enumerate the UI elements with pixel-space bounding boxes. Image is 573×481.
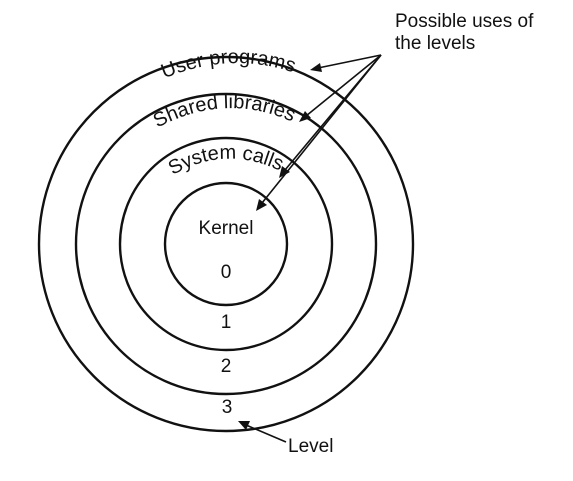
arrow-to-level-3: [245, 424, 287, 443]
level-number-2: 2: [221, 356, 232, 377]
arrow-to-shared-libraries: [305, 54, 382, 117]
ring-level-1: [118, 136, 334, 352]
ring-label-user-programs: User programs: [158, 46, 298, 83]
annotation-possible-uses-line2: the levels: [395, 33, 475, 54]
level-number-0: 0: [221, 262, 232, 283]
level-number-1: 1: [221, 312, 232, 333]
annotation-possible-uses-line1: Possible uses of: [395, 11, 534, 32]
arrow-to-kernel: [261, 54, 382, 204]
arrow-to-user-programs: [317, 54, 382, 69]
ring-label-shared-libraries: Shared libraries: [150, 91, 299, 132]
annotation-level: Level: [288, 436, 333, 457]
ring-level-0: [163, 181, 289, 307]
ring-level-2: [74, 92, 378, 396]
arrowhead-system-calls: [279, 166, 290, 178]
arrowhead-user-programs: [310, 63, 322, 72]
arrowhead-level-3: [238, 421, 250, 430]
ring-level-3: [37, 55, 415, 433]
arrowhead-shared-libraries: [299, 111, 311, 122]
annotation-arrows: [256, 54, 382, 211]
level-number-3: 3: [222, 397, 233, 418]
arrowhead-kernel: [256, 199, 267, 211]
ring-label-kernel: Kernel: [199, 218, 254, 239]
